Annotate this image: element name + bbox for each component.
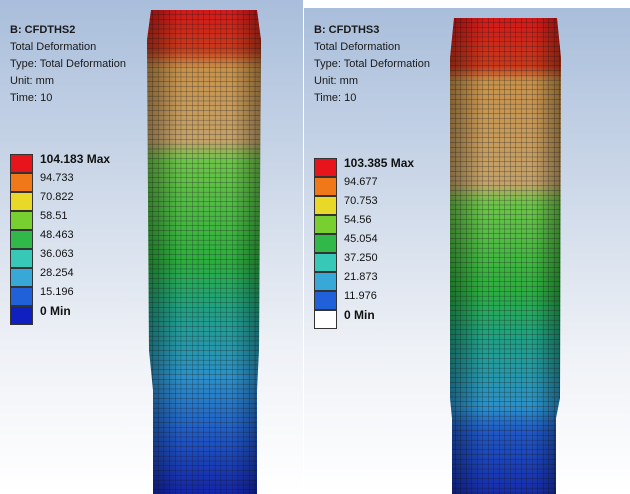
legend-entry: 58.51 — [10, 209, 130, 230]
legend-entry: 94.677 — [314, 175, 434, 196]
result-time: Time: 10 — [314, 92, 357, 104]
legend-label: 54.56 — [344, 214, 372, 226]
legend-entry: 70.753 — [314, 194, 434, 215]
legend-swatch — [10, 268, 33, 287]
panel-divider — [303, 0, 304, 494]
legend-swatch — [10, 249, 33, 268]
legend-swatch — [10, 211, 33, 230]
result-type: Type: Total Deformation — [314, 58, 430, 70]
legend-label: 45.054 — [344, 233, 378, 245]
legend-entry: 28.254 — [10, 266, 130, 287]
legend-entry: 103.385 Max — [314, 156, 434, 177]
legend-entry: 37.250 — [314, 251, 434, 272]
color-legend: 104.183 Max 94.733 70.822 58.51 48.463 3… — [10, 152, 130, 325]
deformation-mesh-model — [147, 10, 261, 494]
legend-entry: 15.196 — [10, 285, 130, 306]
result-panel-cfdths2: B: CFDTHS2 Total Deformation Type: Total… — [0, 0, 303, 494]
result-info: B: CFDTHS3 Total Deformation Type: Total… — [314, 22, 430, 107]
legend-swatch — [314, 158, 337, 177]
legend-label: 36.063 — [40, 248, 74, 260]
legend-swatch — [10, 173, 33, 192]
result-title: B: CFDTHS2 — [10, 24, 76, 36]
legend-entry: 48.463 — [10, 228, 130, 249]
legend-entry: 94.733 — [10, 171, 130, 192]
legend-label: 28.254 — [40, 267, 74, 279]
legend-entry: 70.822 — [10, 190, 130, 211]
result-unit: Unit: mm — [314, 75, 358, 87]
legend-swatch — [314, 196, 337, 215]
legend-swatch — [10, 230, 33, 249]
result-title: B: CFDTHS3 — [314, 24, 380, 36]
legend-label: 15.196 — [40, 286, 74, 298]
result-info: B: CFDTHS2 Total Deformation Type: Total… — [10, 22, 126, 107]
legend-label: 0 Min — [40, 304, 71, 318]
legend-swatch — [10, 287, 33, 306]
color-legend: 103.385 Max 94.677 70.753 54.56 45.054 3… — [314, 156, 434, 329]
legend-label: 103.385 Max — [344, 156, 415, 170]
legend-entry: 21.873 — [314, 270, 434, 291]
legend-swatch — [314, 215, 337, 234]
mesh-contour-graphic — [450, 18, 561, 494]
result-unit: Unit: mm — [10, 75, 54, 87]
result-name: Total Deformation — [314, 41, 401, 53]
result-type: Type: Total Deformation — [10, 58, 126, 70]
legend-label: 21.873 — [344, 271, 378, 283]
legend-swatch — [314, 234, 337, 253]
result-time: Time: 10 — [10, 92, 53, 104]
legend-swatch — [314, 291, 337, 310]
legend-label: 70.753 — [344, 195, 378, 207]
legend-label: 37.250 — [344, 252, 378, 264]
deformation-mesh-model — [450, 18, 561, 494]
legend-label: 58.51 — [40, 210, 68, 222]
legend-entry: 36.063 — [10, 247, 130, 268]
legend-swatch — [314, 272, 337, 291]
result-name: Total Deformation — [10, 41, 97, 53]
legend-swatch — [10, 192, 33, 211]
legend-swatch — [314, 177, 337, 196]
legend-entry: 54.56 — [314, 213, 434, 234]
legend-entry: 45.054 — [314, 232, 434, 253]
legend-swatch — [10, 154, 33, 173]
legend-label: 48.463 — [40, 229, 74, 241]
legend-swatch — [314, 253, 337, 272]
legend-entry: 0 Min — [10, 304, 130, 325]
legend-label: 104.183 Max — [40, 152, 111, 166]
legend-entry: 11.976 — [314, 289, 434, 310]
legend-swatch — [10, 306, 33, 325]
legend-entry: 104.183 Max — [10, 152, 130, 173]
legend-swatch — [314, 310, 337, 329]
legend-label: 94.733 — [40, 172, 74, 184]
legend-label: 94.677 — [344, 176, 378, 188]
legend-label: 70.822 — [40, 191, 74, 203]
mesh-contour-graphic — [147, 10, 261, 494]
legend-label: 0 Min — [344, 308, 375, 322]
legend-entry: 0 Min — [314, 308, 434, 329]
result-panel-cfdths3: B: CFDTHS3 Total Deformation Type: Total… — [304, 8, 630, 494]
legend-label: 11.976 — [344, 290, 377, 302]
